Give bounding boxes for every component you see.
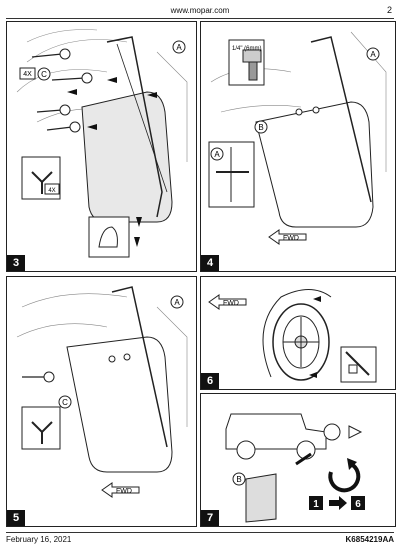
panel-step-6: FWD 6 [200,276,396,390]
callout-c: C [41,70,47,79]
step-4-illustration: 1/4" (6mm) A B A FWD [208,31,387,245]
fwd-label: FWD [283,235,299,242]
callout-b: B [258,123,263,132]
callout-a-inset: A [214,150,220,159]
fwd-label: FWD [116,488,132,495]
drill-size-label: 1/4" (6mm) [232,46,261,52]
step-7-illustration: B 1 6 [225,413,365,523]
quantity-label: 4X [23,71,32,78]
fwd-label: FWD [223,300,239,307]
page-header: www.mopar.com 2 [6,4,394,19]
step-number: 6 [201,373,219,389]
panel-step-7: B 1 6 7 [200,393,396,527]
range-to: 6 [355,499,361,510]
step-number: 4 [201,255,219,271]
step-number: 5 [7,510,25,526]
step-6-illustration: FWD [208,289,377,383]
panel-step-3: A C 4X 4X 3 [6,21,197,272]
callout-a: A [174,298,180,307]
publish-date: February 16, 2021 [6,535,72,544]
page-footer: February 16, 2021 K6854219AA [6,532,394,545]
callout-a: A [176,43,182,52]
step-number: 7 [201,510,219,526]
panel-step-5: C A FWD 5 [6,276,197,527]
step-3-illustration: A C 4X 4X [16,29,188,258]
step-5-illustration: C A FWD [16,286,188,498]
part-number: K6854219AA [345,535,394,544]
callout-b: B [236,475,241,484]
quantity-label-2: 4X [48,188,55,194]
callout-a: A [370,50,376,59]
range-from: 1 [313,499,319,510]
callout-c: C [62,398,68,407]
website-url[interactable]: www.mopar.com [170,6,230,15]
step-number: 3 [7,255,25,271]
panel-step-4: 1/4" (6mm) A B A FWD 4 [200,21,396,272]
page-number: 2 [386,5,392,15]
